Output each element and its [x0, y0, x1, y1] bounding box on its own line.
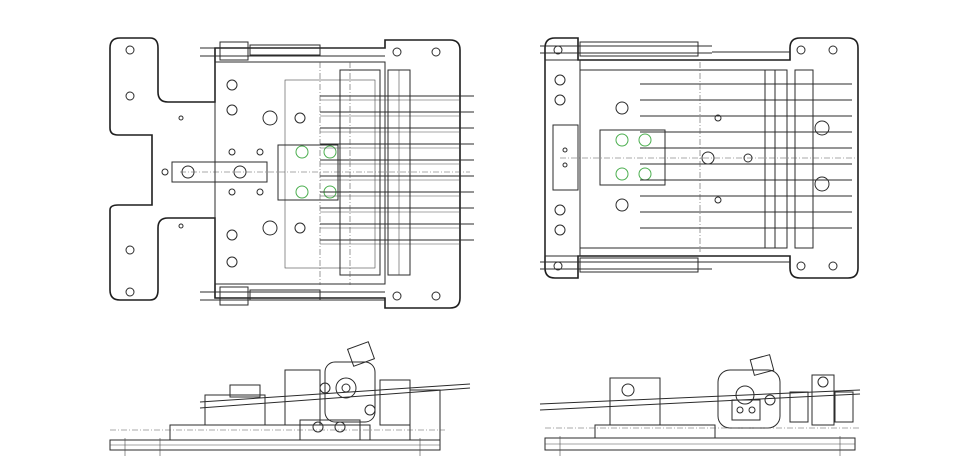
- top-view-left: [109, 37, 474, 309]
- pin-array-tr: [640, 83, 852, 229]
- base-plate-outline-left: [109, 37, 461, 309]
- inner-plate-tr: [579, 69, 776, 249]
- inner-plate-tl: [214, 61, 386, 285]
- pin-clamp-tr: [794, 69, 814, 249]
- side-view-left: [109, 341, 471, 456]
- base-plate-outline-right: [544, 37, 859, 279]
- mounting-holes-tl: [125, 45, 441, 301]
- slider-block-tr: [599, 129, 666, 186]
- pin-array-tl: [320, 95, 474, 245]
- guide-rods-tl: [200, 41, 385, 306]
- slider-bar-tl: [171, 161, 268, 183]
- top-view-right: [540, 37, 859, 279]
- inner-holes-tl: [226, 79, 306, 268]
- guide-rods-tr: [540, 41, 790, 273]
- mounting-holes-tr: [553, 45, 838, 271]
- side-view-right: [539, 354, 861, 456]
